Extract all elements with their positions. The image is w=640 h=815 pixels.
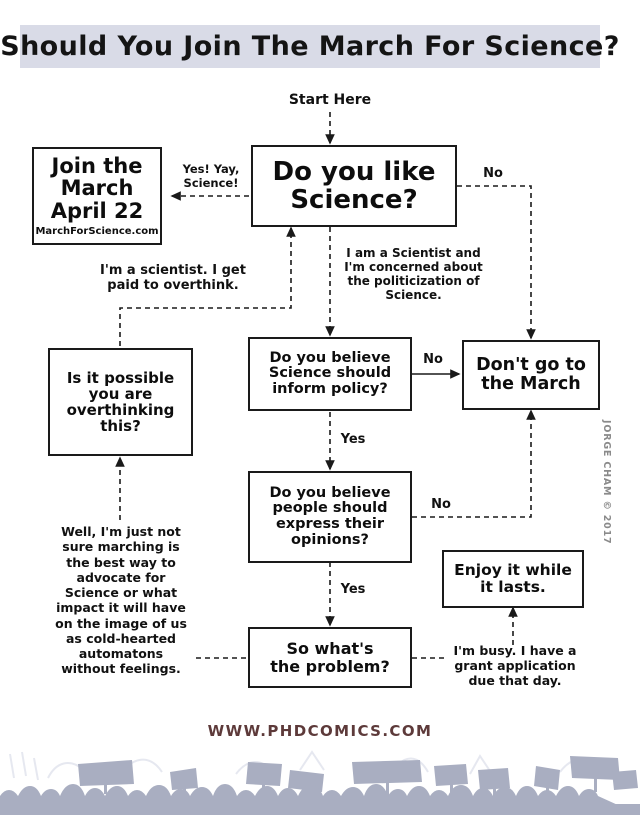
edge-label-yes-policy: Yes [340,432,366,447]
crowd-silhouette [0,750,640,815]
express-opinions-line2: people should [272,500,388,517]
join-march-line2: March [60,176,134,201]
author-credit: JORGE CHAM © 2017 [601,420,612,545]
page-title: Should You Join The March For Science? [0,31,620,62]
like-science-line2: Science? [290,185,418,215]
dont-go-line2: the March [481,374,581,394]
edge-label-no-opinions: No [431,497,451,512]
so-what-line1: So what's [286,639,374,659]
node-express-opinions[interactable]: Do you believe people should express the… [248,471,412,563]
edge-label-no-top-right: No [483,166,503,181]
edge-label-busy-grant: I'm busy. I have a grant application due… [453,643,577,688]
node-enjoy-it-while-it-lasts[interactable]: Enjoy it while it lasts. [442,550,584,608]
edge-label-yes-yay-science: Yes! Yay, Science! [182,162,240,190]
overthinking-line3: overthinking [66,401,175,419]
join-march-line3: April 22 [50,198,144,223]
edge-label-scientist-concerned: I am a Scientist and I'm concerned about… [344,246,483,303]
overthinking-line2: you are [88,384,153,403]
edge-label-scientist-overthink: I'm a scientist. I get paid to overthink… [100,263,246,294]
express-opinions-line3: express their [275,516,385,532]
express-opinions-line4: opinions? [291,531,369,548]
overthinking-line4: this? [100,417,141,436]
edge-label-yes-opinions: Yes [340,582,366,597]
node-so-whats-the-problem[interactable]: So what's the problem? [248,627,412,688]
node-dont-go-to-the-march[interactable]: Don't go to the March [462,340,600,410]
edge-label-well-not-sure: Well, I'm just not sure marching is the … [55,524,187,677]
enjoy-it-line2: it lasts. [480,578,546,596]
so-what-line2: the problem? [270,656,390,676]
node-join-the-march[interactable]: Join the March April 22 MarchForScience.… [32,147,162,245]
edge-label-no-policy: No [423,352,443,367]
start-here-label: Start Here [288,92,372,108]
node-science-inform-policy[interactable]: Do you believe Science should inform pol… [248,337,412,411]
phdcomics-url[interactable]: WWW.PHDCOMICS.COM [207,722,433,740]
overthinking-line1: Is it possible [66,368,175,387]
like-science-line1: Do you like [272,156,436,187]
dont-go-line1: Don't go to [476,355,586,376]
inform-policy-line1: Do you believe [269,349,391,366]
node-overthinking-this[interactable]: Is it possible you are overthinking this… [48,348,193,456]
inform-policy-line2: Science should [268,365,392,382]
enjoy-it-line1: Enjoy it while [454,561,572,580]
express-opinions-line1: Do you believe [269,484,391,501]
node-do-you-like-science[interactable]: Do you like Science? [251,145,457,227]
march-for-science-url[interactable]: MarchForScience.com [35,225,159,237]
page-title-bar: Should You Join The March For Science? [0,25,619,68]
inform-policy-line3: inform policy? [272,380,388,397]
join-march-line1: Join the [51,153,143,178]
